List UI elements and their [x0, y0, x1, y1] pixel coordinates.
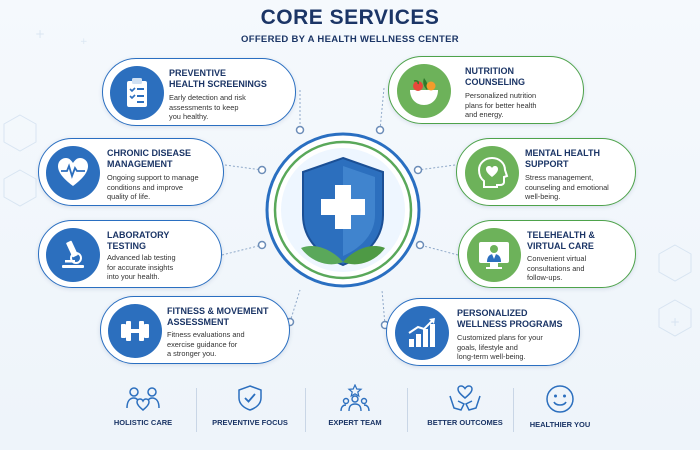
service-description: Advanced lab testing for accurate insigh…: [107, 253, 176, 281]
svg-text:+: +: [670, 315, 680, 329]
dumbbell-icon: [121, 321, 149, 341]
hexagon-pattern-right: +: [658, 244, 692, 337]
service-description: Personalized nutrition plans for better …: [465, 91, 537, 119]
footer-item-healthier-you: HEALTHIER YOU: [505, 384, 615, 429]
footer-label: EXPERT TEAM: [328, 418, 382, 427]
growth-chart-icon: [408, 318, 435, 347]
footer-item-expert-team: EXPERT TEAM: [300, 384, 410, 427]
shield-cross-leaves-icon: [265, 132, 421, 288]
page-title: CORE SERVICES: [260, 6, 440, 29]
service-description: Convenient virtual consultations and fol…: [527, 254, 587, 282]
service-badge: [46, 228, 100, 282]
footer-divider: [513, 388, 514, 432]
service-title: CHRONIC DISEASE MANAGEMENT: [107, 148, 192, 169]
service-title: TELEHEALTH & VIRTUAL CARE: [527, 230, 595, 251]
clipboard-checklist-icon: [127, 78, 147, 107]
service-title: PREVENTIVE HEALTH SCREENINGS: [169, 68, 267, 89]
service-card-chronic-disease: CHRONIC DISEASE MANAGEMENT Ongoing suppo…: [38, 138, 224, 206]
footer-divider: [407, 388, 408, 432]
service-description: Ongoing support to manage conditions and…: [107, 173, 199, 201]
service-badge: [110, 66, 164, 120]
plus-sparkles: + +: [35, 27, 88, 47]
service-title: MENTAL HEALTH SUPPORT: [525, 148, 600, 169]
footer-label: PREVENTIVE FOCUS: [212, 418, 288, 427]
service-title: PERSONALIZED WELLNESS PROGRAMS: [457, 308, 563, 329]
smiley-icon: [546, 385, 574, 413]
footer-label: BETTER OUTCOMES: [427, 418, 503, 427]
heart-pulse-icon: [58, 158, 88, 186]
footer-divider: [196, 388, 197, 432]
shield-check-icon: [238, 385, 262, 411]
service-title: LABORATORY TESTING: [107, 230, 170, 251]
service-title: FITNESS & MOVEMENT ASSESSMENT: [167, 306, 269, 327]
page-subtitle: OFFERED BY A HEALTH WELLNESS CENTER: [241, 34, 459, 45]
service-description: Fitness evaluations and exercise guidanc…: [167, 330, 245, 358]
footer-item-preventive-focus: PREVENTIVE FOCUS: [195, 384, 305, 427]
doctor-monitor-icon: [479, 242, 509, 269]
service-card-preventive-screenings: PREVENTIVE HEALTH SCREENINGS Early detec…: [102, 58, 296, 126]
service-badge: [46, 146, 100, 200]
service-badge: [108, 304, 162, 358]
footer-item-better-outcomes: BETTER OUTCOMES: [410, 384, 520, 427]
service-title: NUTRITION COUNSELING: [465, 66, 526, 87]
svg-text:+: +: [35, 27, 45, 41]
service-badge: [467, 228, 521, 282]
service-badge: [395, 306, 449, 360]
footer-item-holistic-care: HOLISTIC CARE: [88, 384, 198, 427]
footer-divider: [305, 388, 306, 432]
service-card-telehealth: TELEHEALTH & VIRTUAL CARE Convenient vir…: [458, 220, 636, 288]
team-star-icon: [340, 384, 370, 412]
service-card-mental-health: MENTAL HEALTH SUPPORT Stress management,…: [456, 138, 636, 206]
hands-heart-icon: [449, 385, 481, 411]
service-description: Customized plans for your goals, lifesty…: [457, 333, 543, 361]
vegetable-bowl-icon: [410, 78, 438, 105]
head-heart-icon: [477, 156, 509, 188]
svg-text:+: +: [80, 37, 88, 47]
service-card-laboratory-testing: LABORATORY TESTING Advanced lab testing …: [38, 220, 222, 288]
hexagon-pattern-left: [3, 114, 37, 207]
people-heart-icon: [126, 387, 160, 411]
footer-label: HOLISTIC CARE: [113, 418, 173, 427]
service-badge: [465, 146, 519, 200]
service-description: Stress management, counseling and emotio…: [525, 173, 609, 201]
service-badge: [397, 64, 451, 118]
service-card-nutrition: NUTRITION COUNSELING Personalized nutrit…: [388, 56, 584, 124]
footer-label: HEALTHIER YOU: [529, 420, 591, 429]
service-card-wellness-programs: PERSONALIZED WELLNESS PROGRAMS Customize…: [386, 298, 580, 366]
microscope-icon: [62, 240, 84, 268]
service-card-fitness-assessment: FITNESS & MOVEMENT ASSESSMENT Fitness ev…: [100, 296, 290, 364]
service-description: Early detection and risk assessments to …: [169, 93, 246, 121]
